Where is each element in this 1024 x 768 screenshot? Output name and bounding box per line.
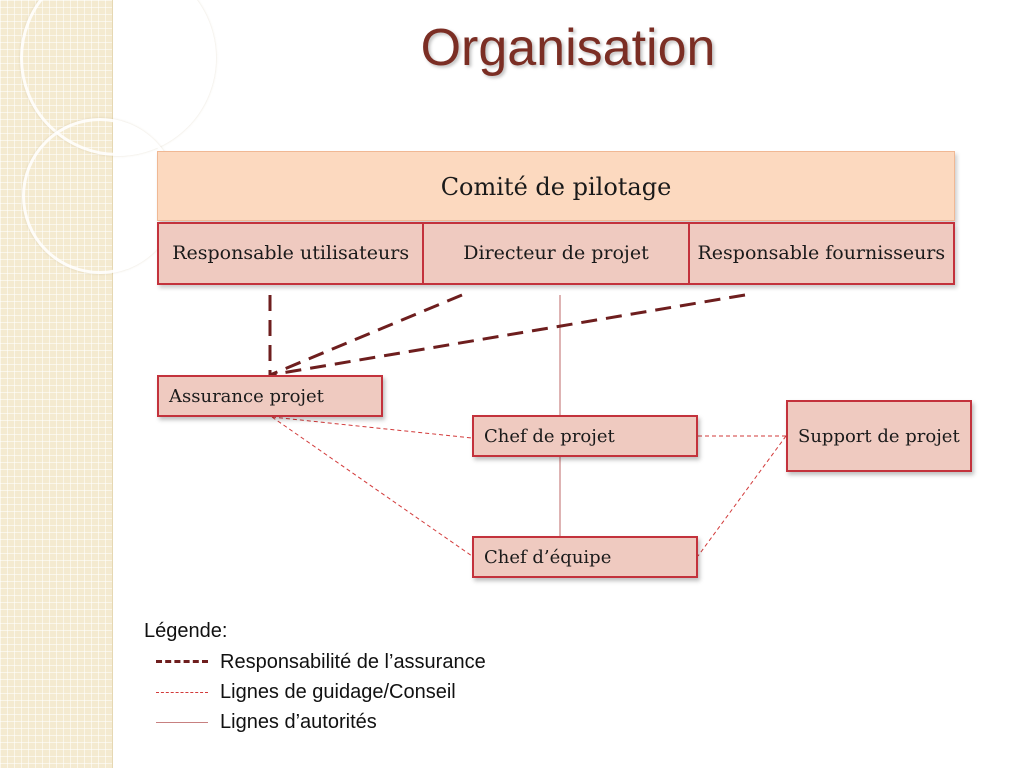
legend-label: Responsabilité de l’assurance bbox=[220, 650, 486, 673]
guidance-line-support-to-chef-equipe bbox=[697, 435, 787, 557]
legend-swatch-dashed bbox=[156, 655, 208, 669]
member-project-director: Directeur de projet bbox=[424, 222, 690, 285]
node-chef-d-equipe: Chef d’équipe bbox=[472, 536, 698, 578]
legend-title: Légende: bbox=[144, 620, 228, 642]
page-title: Organisation bbox=[420, 19, 716, 77]
legend-item-guidance: Lignes de guidage/Conseil bbox=[144, 677, 486, 707]
guidance-line-assurance-to-chef-projet bbox=[271, 416, 473, 439]
assurance-line-director bbox=[269, 293, 463, 377]
decorative-side-strip bbox=[0, 0, 216, 768]
legend-item-assurance: Responsabilité de l’assurance bbox=[144, 647, 486, 677]
guidance-line-assurance-to-chef-equipe bbox=[271, 416, 473, 557]
node-support-de-projet: Support de projet bbox=[786, 400, 972, 472]
legend-item-authority: Lignes d’autorités bbox=[144, 707, 486, 737]
committee-members-row: Responsable utilisateurs Directeur de pr… bbox=[157, 222, 955, 285]
legend: Légende: Responsabilité de l’assurance L… bbox=[144, 620, 486, 737]
legend-swatch-solid bbox=[156, 715, 208, 729]
node-chef-de-projet: Chef de projet bbox=[472, 415, 698, 457]
legend-label: Lignes de guidage/Conseil bbox=[220, 680, 456, 703]
node-assurance-projet: Assurance projet bbox=[157, 375, 383, 417]
legend-label: Lignes d’autorités bbox=[220, 710, 377, 733]
steering-committee-box: Comité de pilotage bbox=[157, 151, 955, 221]
assurance-line-suppliers bbox=[269, 293, 746, 377]
member-suppliers-responsible: Responsable fournisseurs bbox=[689, 222, 955, 285]
legend-swatch-dotted bbox=[156, 685, 208, 699]
member-users-responsible: Responsable utilisateurs bbox=[157, 222, 425, 285]
